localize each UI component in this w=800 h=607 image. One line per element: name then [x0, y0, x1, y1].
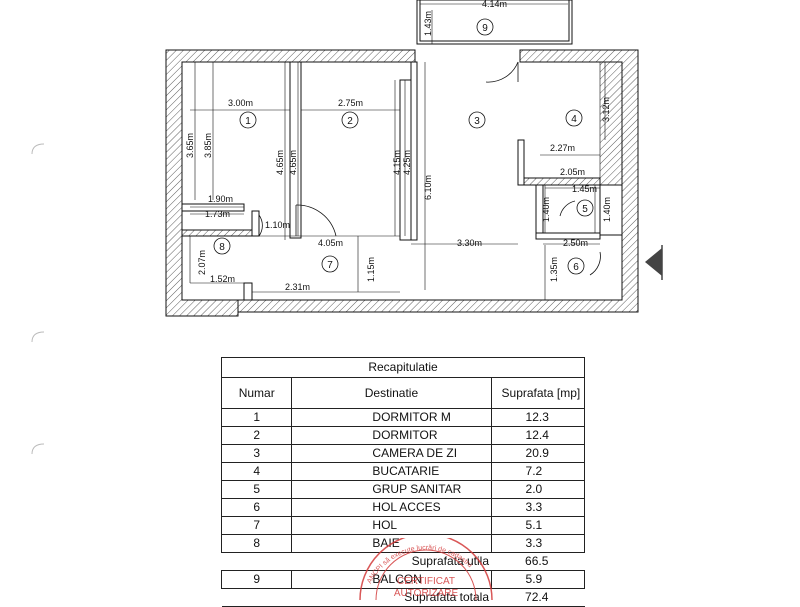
dim-room4-depth: 3.12m: [601, 97, 611, 122]
doors: [258, 61, 601, 276]
dim-hall-width-b: 3.30m: [457, 238, 482, 248]
dim-room4-width-b: 2.05m: [560, 167, 585, 177]
stamp-line2: AUTORIZARE: [394, 588, 459, 599]
room-number-6: 6: [573, 262, 579, 273]
room-number-2: 2: [347, 116, 353, 127]
dim-room2-depth-a: 4.15m: [392, 150, 402, 175]
dim-bath-width-b: 1.73m: [205, 209, 230, 219]
dim-hall-depth: 1.15m: [366, 257, 376, 282]
dim-room1-width: 3.00m: [228, 98, 253, 108]
recap-table: Recapitulatie Numar Destinatie Suprafata…: [220, 357, 586, 607]
room-number-9: 9: [482, 23, 488, 34]
room-number-3: 3: [474, 116, 480, 127]
useful-area-value: 66.5: [491, 552, 585, 571]
stamp-line1: CERTIFICAT: [397, 576, 455, 587]
binder-mark: [31, 143, 45, 155]
binder-mark: [31, 331, 45, 343]
dim-room5-depth-b: 1.40m: [602, 197, 612, 222]
dim-bath-depth: 2.07m: [197, 250, 207, 275]
dim-entry-width-b: 2.31m: [285, 282, 310, 292]
dimension-lines: [189, 3, 606, 300]
dim-balcony-width: 4.14m: [482, 0, 507, 9]
room-number-4: 4: [571, 114, 577, 125]
useful-area-row: Suprafata utila 66.5: [221, 552, 585, 571]
dim-entry-width: 1.52m: [210, 274, 235, 284]
dim-bath-width-a: 1.90m: [208, 194, 233, 204]
useful-area-label: Suprafata utila: [221, 552, 492, 571]
dim-room1-depth-a: 3.65m: [185, 133, 195, 158]
header-numar: Numar: [220, 377, 293, 409]
dim-room2-width: 2.75m: [338, 98, 363, 108]
total-area-value: 72.4: [491, 588, 585, 607]
north-arrow-icon: [645, 248, 662, 276]
dim-access-width: 2.50m: [563, 238, 588, 248]
room-number-8: 8: [219, 242, 225, 253]
dim-room5-depth-a: 1.40m: [541, 197, 551, 222]
binder-mark: [31, 443, 45, 455]
dim-room1-depth-b: 3.85m: [203, 133, 213, 158]
dim-wall-a: 4.65m: [275, 150, 285, 175]
header-destinatie: Destinatie: [291, 377, 492, 409]
dim-room3-depth: 6.10m: [423, 175, 433, 200]
dim-room2-depth-b: 4.25m: [402, 150, 412, 175]
balcony-walls: [416, 0, 573, 45]
dim-access-depth: 1.35m: [549, 257, 559, 282]
authorization-stamp: ANCPI să execute lucrări de cadastru CER…: [359, 538, 493, 600]
dim-balcony-depth: 1.43m: [423, 11, 433, 36]
dim-door-width: 1.10m: [265, 220, 290, 230]
floor-plan: 4.14m 1.43m 3.00m 2.75m 3.65m 3.85m 4.65…: [165, 0, 663, 317]
room-number-7: 7: [327, 260, 333, 271]
room-markers: [213, 18, 594, 275]
dim-room4-width-a: 2.27m: [550, 143, 575, 153]
dim-wall-b: 4.65m: [288, 150, 298, 175]
dim-hall-width: 4.05m: [318, 238, 343, 248]
table-caption: Recapitulatie: [221, 357, 585, 378]
header-suprafata: Suprafata [mp]: [490, 377, 586, 409]
room-number-5: 5: [582, 204, 588, 215]
interior-walls: [181, 61, 623, 301]
room-number-1: 1: [245, 116, 251, 127]
dim-room5-width: 1.45m: [572, 184, 597, 194]
